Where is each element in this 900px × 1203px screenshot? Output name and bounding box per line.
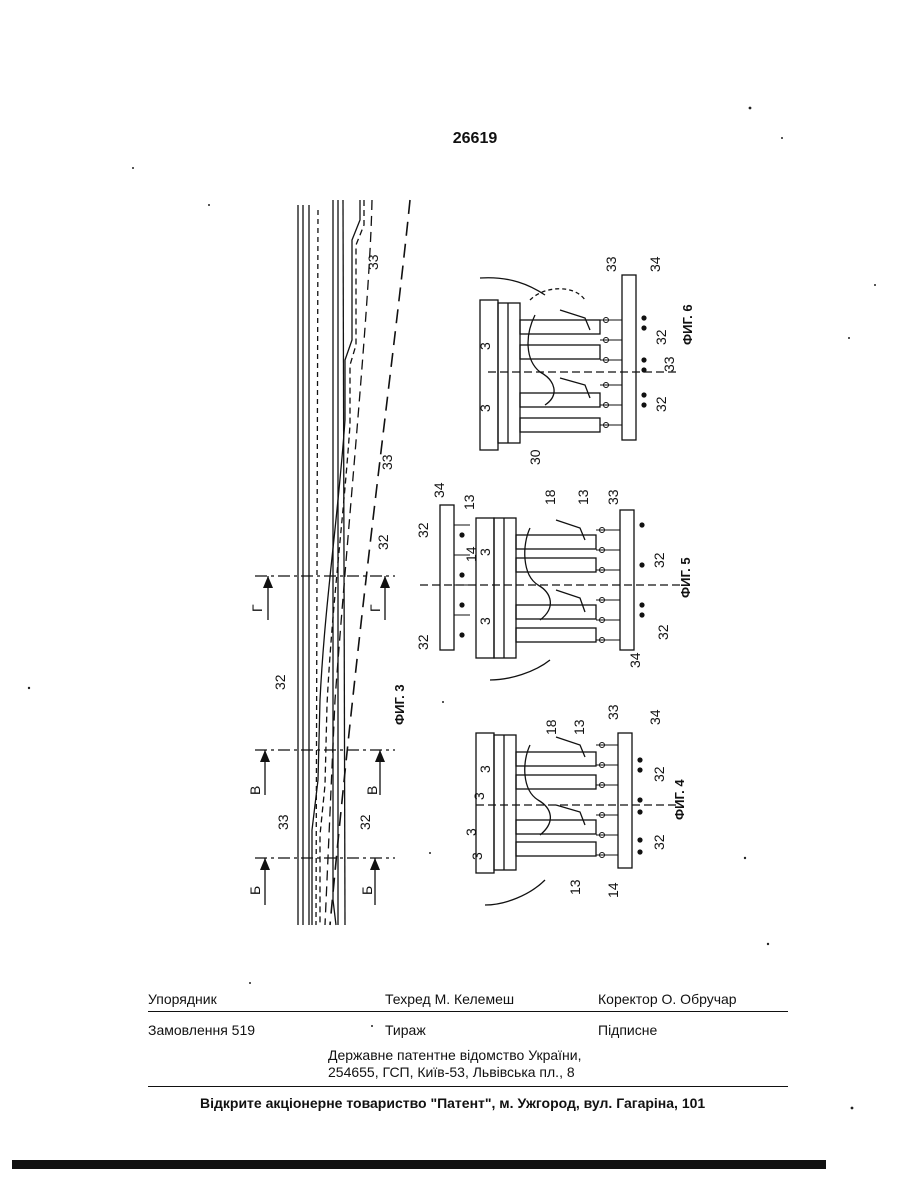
fig3-label: Г [367,604,383,612]
fig6-label: 32 [653,396,669,412]
fig5-label: 32 [651,552,667,568]
proofreader: Коректор О. Обручар [598,991,737,1007]
printer-line: Відкрите акціонерне товариство "Патент",… [200,1095,705,1111]
fig6-label: 33 [661,356,677,372]
fig5-label: 13 [575,489,591,505]
imprint-divider-top [148,1011,788,1012]
fig4-label: 3 [469,852,485,860]
fig4-label: 14 [605,882,621,898]
fig4-label: 13 [567,879,583,895]
fig3-label: 33 [365,254,381,270]
fig4-label: 32 [651,834,667,850]
fig3-label: 33 [379,454,395,470]
subscription: Підписне [598,1022,657,1038]
fig4-label: 18 [543,719,559,735]
fig5-label: 32 [415,634,431,650]
imprint-divider-bottom [148,1086,788,1087]
fig6-label: 3 [477,404,493,412]
fig5-label: 32 [655,624,671,640]
fig6-caption: ФИГ. 6 [680,304,695,345]
compiler-label: Упорядник [148,991,217,1007]
fig4-caption: ФИГ. 4 [672,779,687,820]
fig6-label: 30 [527,449,543,465]
fig5-label: 34 [627,652,643,668]
fig5-label: 18 [542,489,558,505]
fig3-label: 32 [272,674,288,690]
fig3-label: В [364,786,380,795]
fig5-label: 32 [415,522,431,538]
fig4-label: 3 [463,828,479,836]
fig3-label: Б [359,886,375,895]
fig6-drawing [480,275,680,450]
fig6-label: 34 [647,256,663,272]
circulation: Тираж [385,1022,426,1038]
fig4-label: 3 [471,792,487,800]
fig5-label: 34 [431,482,447,498]
scan-edge-bar [12,1160,826,1169]
fig5-label: 3 [477,548,493,556]
fig3-caption: ФИГ. 3 [392,684,407,725]
fig6-label: 32 [653,329,669,345]
fig3-label: Б [247,886,263,895]
fig4-label: 3 [477,765,493,773]
fig6-label: 3 [477,342,493,350]
scan-specks [28,107,876,1110]
order-number: Замовлення 519 [148,1022,255,1038]
fig5-caption: ФИГ. 5 [678,557,693,598]
fig6-label: 33 [603,256,619,272]
fig3-label: 32 [375,534,391,550]
fig4-label: 13 [571,719,587,735]
fig5-label: 33 [605,489,621,505]
tech-editor: Техред М. Келемеш [385,991,514,1007]
patent-office-line1: Державне патентне відомство України, [328,1047,582,1063]
fig3-label: В [247,786,263,795]
patent-office-line2: 254655, ГСП, Київ-53, Львівська пл., 8 [328,1064,575,1080]
fig4-drawing [476,733,680,905]
fig4-label: 34 [647,709,663,725]
fig4-label: 32 [651,766,667,782]
fig4-label: 33 [605,704,621,720]
fig3-label: 32 [357,814,373,830]
fig3-label: Г [249,604,265,612]
fig3-label: 33 [275,814,291,830]
fig5-label: 13 [461,494,477,510]
fig5-label: 3 [477,617,493,625]
